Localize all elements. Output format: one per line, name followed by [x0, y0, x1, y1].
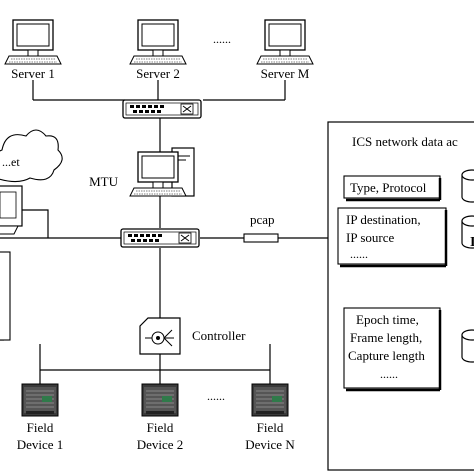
- field-device-2: Field Device 2: [137, 383, 184, 452]
- field-devices-ellipsis: ......: [207, 389, 225, 403]
- controller-label: Controller: [192, 328, 246, 343]
- ics-box-3-line-3: Capture length: [348, 348, 425, 363]
- left-device-panel: [0, 251, 11, 341]
- tap-icon: [243, 233, 279, 243]
- mtu-label: MTU: [89, 174, 119, 189]
- controller: Controller: [139, 317, 246, 355]
- ics-box-2-line-1: IP destination,: [346, 212, 421, 227]
- database-icon: [461, 329, 474, 363]
- field-device-2-label-line2: Device 2: [137, 437, 184, 452]
- computer-icon: [4, 19, 62, 65]
- pcap-label: pcap: [250, 212, 275, 227]
- server-1: Server 1: [4, 19, 62, 81]
- field-device-n-label-line2: Device N: [245, 437, 295, 452]
- computer-icon: [129, 151, 187, 197]
- top-switch-icon: [122, 99, 202, 119]
- ics-box-ip: IP destination, IP source ...... I: [337, 207, 474, 268]
- cloud-icon: [0, 129, 63, 183]
- ics-box-2-line-3: ......: [350, 247, 368, 261]
- ics-box-type-protocol: Type, Protocol: [343, 169, 474, 203]
- field-device-icon: [251, 383, 289, 417]
- ics-box-2-line-2: IP source: [346, 230, 394, 245]
- mtu: MTU: [89, 147, 195, 197]
- internet-label: ...et: [2, 155, 20, 169]
- ics-box-time-frame: Epoch time, Frame length, Capture length…: [343, 307, 474, 392]
- server-m: Server M: [256, 19, 314, 81]
- ics-box-3-line-2: Frame length,: [350, 330, 422, 345]
- left-workstation: [0, 185, 23, 235]
- internet-cloud: ...et: [0, 129, 63, 183]
- database-icon: [461, 169, 474, 203]
- middle-switch-icon: [120, 228, 200, 248]
- ics-data-panel: ICS network data ac Type, Protocol IP de…: [327, 121, 474, 471]
- ics-panel-title: ICS network data ac: [352, 134, 458, 149]
- server-2-label: Server 2: [136, 66, 180, 81]
- server-2: Server 2: [129, 19, 187, 81]
- field-device-1: Field Device 1: [17, 383, 64, 452]
- server-1-label: Server 1: [11, 66, 55, 81]
- servers-ellipsis: ......: [213, 32, 231, 46]
- field-device-icon: [21, 383, 59, 417]
- field-device-icon: [141, 383, 179, 417]
- ics-box-3-line-1: Epoch time,: [356, 312, 419, 327]
- server-m-label: Server M: [261, 66, 310, 81]
- field-device-2-label-line1: Field: [147, 420, 174, 435]
- field-device-1-label-line1: Field: [27, 420, 54, 435]
- computer-icon: [256, 19, 314, 65]
- field-device-n-label-line1: Field: [257, 420, 284, 435]
- ics-panel-frame: [327, 121, 474, 471]
- computer-icon: [129, 19, 187, 65]
- field-device-n: Field Device N: [245, 383, 295, 452]
- field-device-1-label-line2: Device 1: [17, 437, 64, 452]
- database-letter: I: [470, 235, 474, 250]
- ics-box-1-line-1: Type, Protocol: [350, 180, 427, 195]
- ics-box-3-line-4: ......: [380, 367, 398, 381]
- pcap-tap: pcap: [243, 212, 279, 243]
